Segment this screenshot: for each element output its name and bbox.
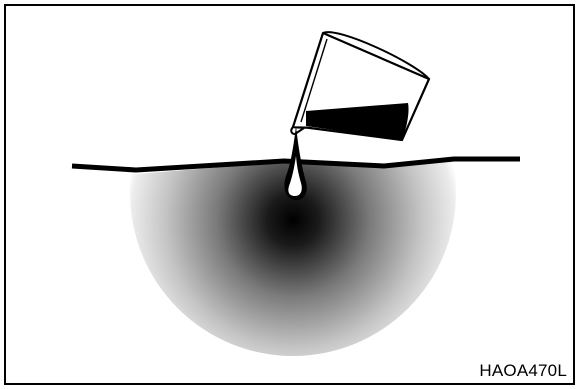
spill-illustration [6,6,575,385]
figure-code: HAOA470L [479,361,567,381]
tilted-cup-icon [291,32,429,140]
figure-frame: HAOA470L [4,4,575,385]
